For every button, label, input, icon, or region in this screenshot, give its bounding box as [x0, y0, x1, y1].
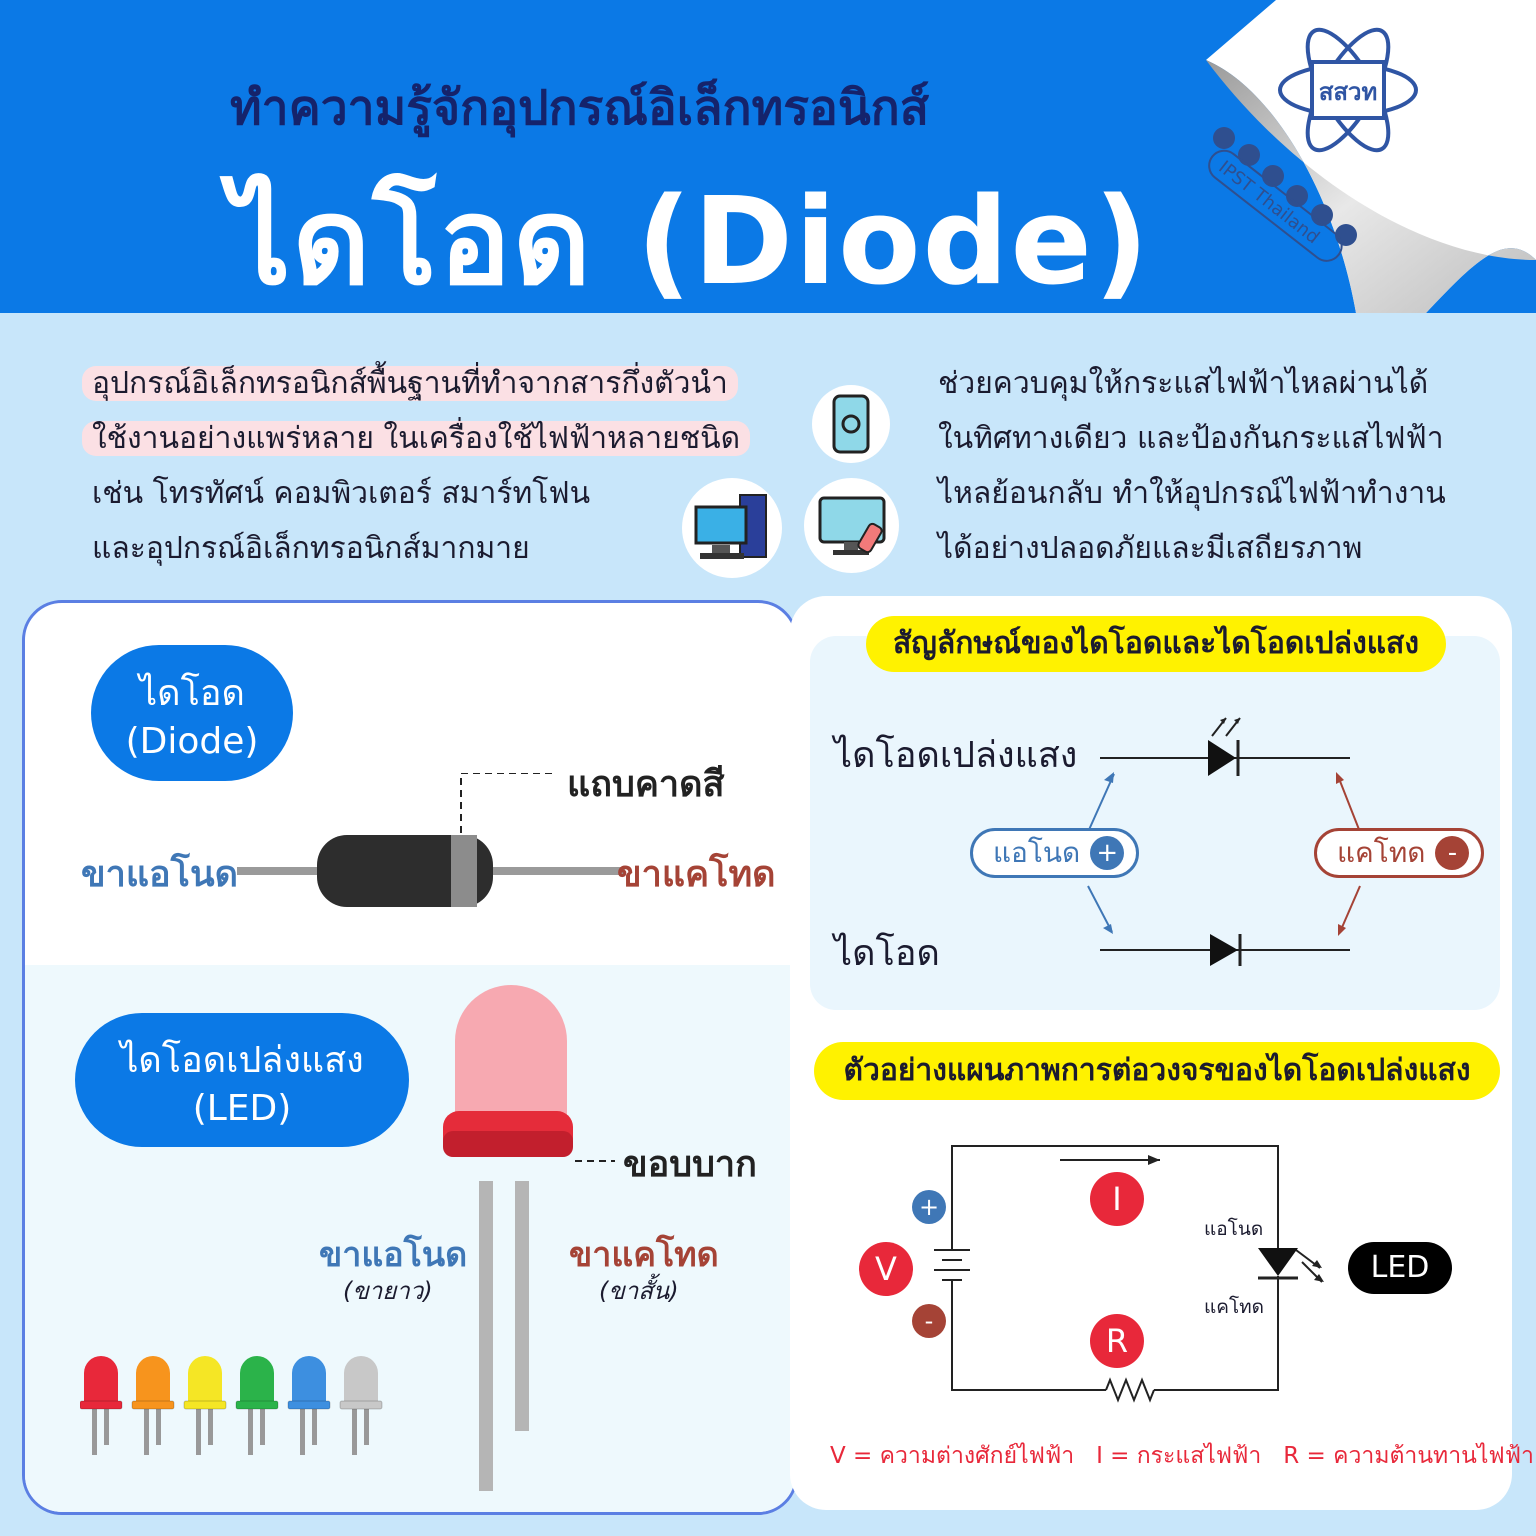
negative-terminal: - — [912, 1304, 946, 1338]
circuit-diagram — [934, 1145, 1324, 1403]
flange-label: ขอบบาก — [623, 1144, 757, 1185]
led-color-row — [80, 1356, 383, 1455]
led-illustration — [443, 985, 615, 1491]
component-panel: ไดโอด (Diode) แถบคาดสี ขาแอโนด ขาแคโทด ได… — [22, 600, 798, 1515]
page-subtitle: ทำความรู้จักอุปกรณ์อิเล็กทรอนิกส์ — [230, 80, 930, 136]
diode-cloud-line: ไดโอด — [139, 673, 245, 714]
led-anode-note: (ขายาว) — [343, 1277, 433, 1305]
logo-text: สสวท — [1319, 78, 1378, 106]
band-label: แถบคาดสี — [567, 764, 725, 805]
computer-icon — [682, 478, 782, 578]
led-anode-label: ขาแอโนด — [319, 1235, 468, 1275]
led-symbol-label: ไดโอดเปล่งแสง — [834, 735, 1078, 776]
cathode-pill: แคโทด- — [1314, 828, 1485, 878]
cathode-text: แคโทด — [1337, 836, 1426, 869]
anode-pill: แอโนด + — [970, 828, 1140, 878]
resistance-badge: R — [1090, 1314, 1144, 1368]
diode-symbols — [1087, 717, 1361, 966]
symbol-box — [810, 636, 1500, 1010]
led-cathode-label: ขาแคโทด — [569, 1235, 719, 1275]
smartphone-icon — [812, 385, 890, 463]
minus-icon: - — [1435, 836, 1470, 870]
positive-terminal: + — [912, 1190, 946, 1224]
symbols-heading: สัญลักษณ์ของไดโอดและไดโอดเปล่งแสง — [866, 616, 1446, 672]
led-title-cloud: ไดโอดเปล่งแสง (LED) — [75, 1013, 409, 1147]
diode-cathode-label: ขาแคโทด — [617, 854, 776, 895]
plus-icon: + — [1090, 836, 1125, 870]
intro-left-line: อุปกรณ์อิเล็กทรอนิกส์พื้นฐานที่ทำจากสารก… — [82, 366, 738, 401]
diode-anode-label: ขาแอโนด — [81, 854, 238, 895]
page-title: ไดโอด (Diode) — [230, 173, 1151, 312]
intro-left-line: ใช้งานอย่างแพร่หลาย ในเครื่องใช้ไฟฟ้าหลา… — [82, 421, 751, 456]
circuit-cathode-label: แคโทด — [1204, 1296, 1265, 1318]
symbol-circuit-panel: สัญลักษณ์ของไดโอดและไดโอดเปล่งแสง ไดโอดเ… — [790, 596, 1534, 1510]
intro-right-line: ในทิศทางเดียว และป้องกันกระแสไฟฟ้า — [938, 421, 1444, 456]
led-5 — [339, 1356, 383, 1455]
led-0 — [80, 1356, 123, 1455]
intro-right-line: ได้อย่างปลอดภัยและมีเสถียรภาพ — [938, 531, 1363, 566]
led-tag: LED — [1348, 1242, 1452, 1294]
diode-title-cloud: ไดโอด (Diode) — [91, 645, 293, 781]
intro-right-line: ช่วยควบคุมให้กระแสไฟฟ้าไหลผ่านได้ — [938, 366, 1429, 401]
circuit-heading: ตัวอย่างแผนภาพการต่อวงจรของไดโอดเปล่งแสง — [814, 1042, 1500, 1100]
led-cathode-note: (ขาสั้น) — [599, 1277, 679, 1305]
diode-illustration — [237, 773, 625, 907]
led-cloud-line: ไดโอดเปล่งแสง — [120, 1040, 364, 1081]
anode-text: แอโนด — [993, 836, 1081, 869]
page-curl-brand-area: สสวท IPST Thailand — [1206, 0, 1536, 313]
led-2 — [183, 1356, 227, 1455]
television-icon — [804, 478, 899, 573]
intro-left-line: เช่น โทรทัศน์ คอมพิวเตอร์ สมาร์ทโฟน — [92, 476, 591, 511]
led-4 — [287, 1356, 331, 1455]
voltage-badge: V — [859, 1242, 913, 1296]
led-3 — [235, 1356, 279, 1455]
ipst-logo — [1278, 27, 1418, 153]
intro-left-line: และอุปกรณ์อิเล็กทรอนิกส์มากมาย — [92, 531, 530, 566]
intro-right-line: ไหลย้อนกลับ ทำให้อุปกรณ์ไฟฟ้าทำงาน — [938, 476, 1446, 511]
diode-symbol-label: ไดโอด — [834, 933, 940, 974]
current-badge: I — [1090, 1172, 1144, 1226]
led-cloud-line: (LED) — [192, 1088, 292, 1129]
circuit-anode-label: แอโนด — [1204, 1218, 1264, 1240]
led-1 — [131, 1356, 175, 1455]
diode-cloud-line: (Diode) — [125, 721, 259, 762]
circuit-legend: V = ความต่างศักย์ไฟฟ้า I = กระแสไฟฟ้า R … — [830, 1443, 1534, 1469]
